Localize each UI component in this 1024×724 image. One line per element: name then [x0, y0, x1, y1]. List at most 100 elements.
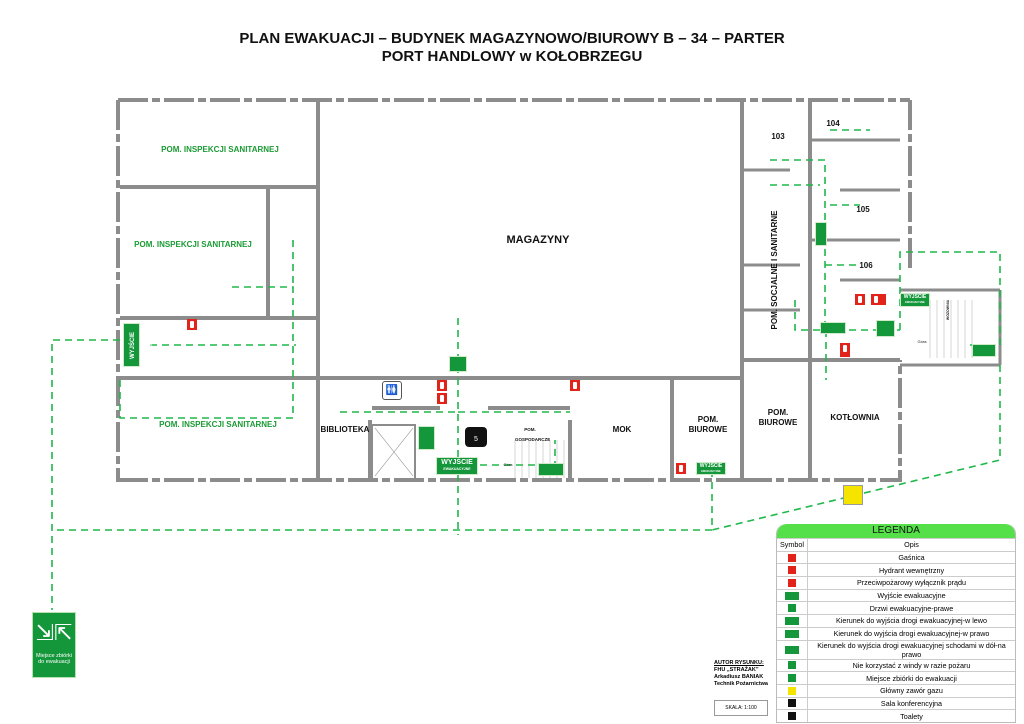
toilets-icon: [788, 712, 796, 721]
stairs: [514, 300, 973, 478]
legend-symbol: [777, 672, 808, 684]
room-label-biurowe-2: POM. BIUROWE: [758, 408, 798, 427]
extinguisher-icon: [570, 380, 580, 391]
legend-header-row: Symbol Opis: [777, 538, 1015, 551]
legend-symbol: [777, 697, 808, 710]
legend-desc: Kierunek do wyjścia drogi ewakuacyjnej-w…: [835, 616, 987, 626]
exit-sign-subtitle: EWAKUACYJNE: [149, 333, 153, 357]
stairs-down-sign-icon: [972, 344, 996, 357]
stairs-label-up-2: Góra: [503, 462, 513, 467]
legend-symbol: [777, 627, 808, 640]
extinguisher-icon: [437, 380, 447, 391]
exit-sign-subtitle: EWAKUACYJNE: [701, 470, 721, 473]
legend-row: Wyjście ewakuacyjne: [777, 588, 1015, 602]
hydrant-icon: [437, 393, 447, 404]
room-label-socjalne: POM. SOCJALNE I SANITARNE: [770, 210, 779, 330]
evacuation-routes: [51, 129, 1001, 610]
exit-sign-office: WYJŚCIE EWAKUACYJNE: [696, 462, 726, 475]
room-label-inspection-3: POM. INSPEKCJI SANITARNEJ: [159, 420, 277, 429]
no-elevator-sign-icon: [418, 426, 435, 450]
hydrant-icon: [788, 566, 796, 575]
scale-box: SKALA: 1:100: [714, 700, 768, 716]
exit-sign-main: WYJŚCIE EWAKUACYJNE: [436, 457, 478, 475]
legend-desc: Przeciwpożarowy wyłącznik prądu: [856, 578, 967, 588]
legend-symbol: [777, 564, 808, 577]
legend-row: Miejsce zbiórki do ewakuacji: [777, 671, 1015, 684]
gas-valve-icon: [788, 686, 796, 695]
room-label-biurowe-1: POM. BIUROWE: [688, 415, 728, 434]
exit-sign-title: WYJŚCIE: [441, 459, 473, 466]
legend-desc: Kierunek do wyjścia drogi ewakuacyjnej-w…: [833, 629, 990, 639]
assembly-point-sign: ⇲⇱ Miejsce zbiórki do ewakuacji: [32, 612, 76, 678]
legend-row: Nie korzystać z windy w razie pożaru: [777, 658, 1015, 672]
exit-door-right-icon: [788, 604, 796, 613]
stairs-down-sign-icon: [538, 463, 564, 476]
legend-desc: Wyjście ewakuacyjne: [877, 591, 946, 601]
legend-symbol: [777, 589, 808, 602]
room-label-inspection-1: POM. INSPEKCJI SANITARNEJ: [161, 145, 279, 154]
legend-desc: Kierunek do wyjścia drogi ewakuacyjnej s…: [817, 640, 1006, 659]
power-switch-icon: [788, 578, 796, 587]
extinguisher-icon: [676, 463, 686, 474]
hydrant-icon: [871, 294, 886, 305]
conference-room-icon: [788, 699, 796, 708]
power-switch-icon: [840, 343, 850, 357]
assembly-point-icon: ⇲⇱: [35, 620, 73, 645]
legend-desc: Miejsce zbiórki do ewakuacji: [866, 673, 957, 683]
exit-sign-west: WYJŚCIE EWAKUACYJNE: [123, 323, 153, 367]
author-company: FHU „STRAŻAK”: [714, 667, 759, 673]
author-name: Arkadiusz BANIAK: [714, 674, 764, 680]
room-label-kotlownia: KOTŁOWNIA: [830, 413, 880, 422]
legend-title: LEGENDA: [777, 524, 1015, 538]
legend-row: Hydrant wewnętrzny: [777, 563, 1015, 577]
stairs-down-right-icon: [785, 645, 799, 654]
legend-row: Kierunek do wyjścia drogi ewakuacyjnej s…: [777, 639, 1015, 659]
legend-symbol: [777, 615, 808, 627]
extinguisher-icon: [187, 319, 197, 330]
legend-row: Główny zawór gazu: [777, 683, 1015, 697]
assembly-point-icon: [788, 674, 796, 683]
author-role: Technik Pożarnictwa: [714, 681, 768, 687]
exit-door-sign-icon: [876, 320, 895, 337]
exit-sign-icon: [785, 591, 799, 600]
legend-symbol: [777, 659, 808, 672]
room-label-biblioteka: BIBLIOTEKA: [320, 425, 370, 434]
author-heading: AUTOR RYSUNKU:: [714, 660, 764, 666]
exit-sign-title: WYJŚCIE: [903, 294, 927, 300]
extinguisher-icon: [788, 553, 796, 562]
arrow-right-icon: [785, 629, 799, 638]
legend-desc: Główny zawór gazu: [880, 686, 943, 696]
legend-desc: Sala konferencyjna: [880, 698, 943, 708]
legend-row: Przeciwpożarowy wyłącznik prądu: [777, 576, 1015, 589]
legend-row: Kierunek do wyjścia drogi ewakuacyjnej-w…: [777, 614, 1015, 627]
conference-room-icon: 5: [465, 427, 487, 447]
room-label-inspection-2: POM. INSPEKCJI SANITARNEJ: [134, 240, 252, 249]
legend-row: Toalety: [777, 709, 1015, 722]
legend-col-desc: Opis: [904, 540, 919, 550]
arrow-left-icon: [785, 616, 799, 625]
room-label-mok: MOK: [612, 425, 632, 434]
gas-valve-icon: [843, 485, 863, 505]
room-label-105: 105: [856, 205, 870, 214]
exit-sign-title: WYJŚCIE: [130, 331, 136, 359]
legend-col-symbol: Symbol: [777, 539, 808, 551]
conference-room-number: 5: [474, 436, 478, 443]
author-block: AUTOR RYSUNKU: FHU „STRAŻAK” Arkadiusz B…: [714, 660, 768, 688]
plan-title: PLAN EWAKUACJI – BUDYNEK MAGAZYNOWO/BIUR…: [239, 30, 785, 47]
arrow-down-sign-icon: [815, 222, 827, 246]
room-label-gospodarcze: POM. GOSPODARCZE: [515, 427, 551, 442]
legend-desc: Gaśnica: [898, 553, 925, 563]
legend-symbol: [777, 577, 808, 589]
exit-sign-subtitle: EWAKUACYJNE: [443, 467, 471, 471]
toilets-icon: 🚻: [382, 381, 402, 400]
extinguisher-icon: [855, 294, 865, 305]
legend-row: Sala konferencyjna: [777, 696, 1015, 710]
room-label-wozownia: WOZOWNIA: [946, 299, 950, 321]
room-label-103: 103: [771, 132, 785, 141]
legend-row: Gaśnica: [777, 550, 1015, 564]
no-elevator-icon: [788, 661, 796, 670]
legend-symbol: [777, 602, 808, 615]
